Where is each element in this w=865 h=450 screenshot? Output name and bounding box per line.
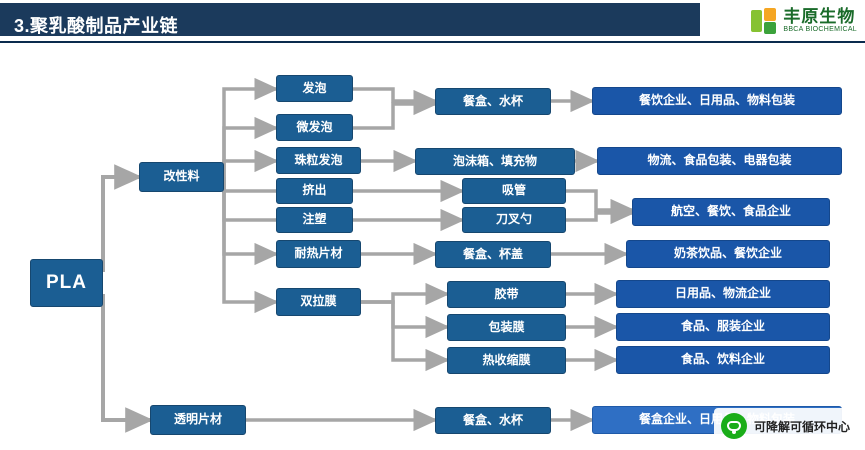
node-foam-box-filler[interactable]: 泡沫箱、填充物 [415, 148, 575, 175]
node-straw[interactable]: 吸管 [462, 178, 566, 204]
header-divider [0, 41, 865, 43]
watermark-badge: 可降解可循环中心 [713, 408, 859, 444]
node-modified[interactable]: 改性料 [139, 162, 224, 192]
wechat-account-icon [720, 413, 747, 439]
node-knife-fork-spoon[interactable]: 刀叉勺 [462, 207, 566, 233]
node-injection[interactable]: 注塑 [276, 207, 353, 233]
brand-name-en: BBCA BIOCHEMICAL [783, 26, 857, 34]
node-transparent-sheet[interactable]: 透明片材 [150, 405, 246, 435]
brand-logo-text: 丰原生物 BBCA BIOCHEMICAL [783, 8, 857, 33]
node-app-food-beverage[interactable]: 食品、饮料企业 [616, 346, 830, 374]
node-pla[interactable]: PLA [30, 259, 103, 307]
node-app-catering[interactable]: 餐饮企业、日用品、物料包装 [592, 87, 842, 115]
connector-layer [101, 77, 635, 433]
node-tape[interactable]: 胶带 [447, 281, 566, 308]
node-shrink-film[interactable]: 热收缩膜 [447, 347, 566, 374]
node-app-aviation[interactable]: 航空、餐饮、食品企业 [632, 198, 830, 226]
bbca-logo-icon [751, 8, 777, 34]
node-app-daily-logistics[interactable]: 日用品、物流企业 [616, 280, 830, 308]
brand-name-cn: 丰原生物 [783, 7, 856, 27]
node-micro-foam[interactable]: 微发泡 [276, 114, 353, 141]
node-app-food-apparel[interactable]: 食品、服装企业 [616, 313, 830, 341]
node-lunchbox-cup-1[interactable]: 餐盒、水杯 [435, 88, 551, 115]
slide-header: 3.聚乳酸制品产业链 丰原生物 BBCA BIOCHEMICAL [0, 0, 865, 44]
header-title-bar: 3.聚乳酸制品产业链 [0, 3, 700, 36]
diagram-canvas: PLA 改性料 透明片材 发泡 微发泡 珠粒发泡 挤出 注塑 耐热片材 双拉膜 … [0, 44, 865, 450]
node-packaging-film[interactable]: 包装膜 [447, 314, 566, 341]
node-lunchbox-cup-2[interactable]: 餐盒、水杯 [435, 407, 551, 434]
brand-logo: 丰原生物 BBCA BIOCHEMICAL [751, 3, 857, 39]
node-biax-film[interactable]: 双拉膜 [276, 288, 361, 316]
node-lunchbox-lid[interactable]: 餐盒、杯盖 [435, 241, 551, 268]
node-extrusion[interactable]: 挤出 [276, 178, 353, 204]
node-heat-resistant-sheet[interactable]: 耐热片材 [276, 240, 361, 268]
node-app-milktea[interactable]: 奶茶饮品、餐饮企业 [626, 240, 830, 268]
node-app-logistics[interactable]: 物流、食品包装、电器包装 [597, 147, 842, 175]
node-foam[interactable]: 发泡 [276, 75, 353, 102]
watermark-text: 可降解可循环中心 [753, 419, 850, 434]
page-title: 3.聚乳酸制品产业链 [14, 16, 179, 36]
node-bead-foam[interactable]: 珠粒发泡 [276, 147, 361, 174]
